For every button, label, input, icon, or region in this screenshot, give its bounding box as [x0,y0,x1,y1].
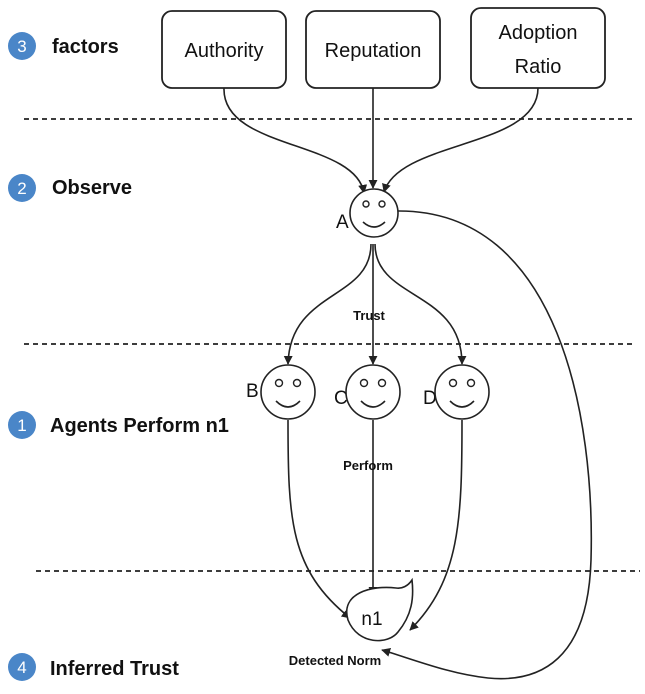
agent-b-letter: B [246,381,259,402]
edge-authority-to-a [223,87,368,194]
agent-a-mouth [362,221,386,228]
agent-a-letter: A [336,212,349,233]
step-4-number: 4 [17,658,26,677]
agent-d-left-eye [448,378,458,388]
step-1-row: 1 Agents Perform n1 [8,411,229,439]
agent-c-left-eye [359,378,369,388]
factor-adoption-label-line1: Adoption [499,22,578,44]
agent-c-right-eye [377,378,387,388]
agent-b-face [260,364,316,420]
step-1-badge: 1 [8,411,36,439]
step-4-label: Inferred Trust [50,658,179,680]
agent-d-face [434,364,490,420]
norm-n1-caption: Detected Norm [289,653,381,668]
factor-reputation-label: Reputation [325,40,422,62]
norm-n1: n1 Detected Norm [289,577,414,668]
step-3-row: 3 factors [8,32,119,60]
trust-edge-label: Trust [353,308,385,323]
edge-a-to-n1-loop [381,210,593,680]
edge-a-to-b [283,243,372,365]
agent-a-face [349,188,399,238]
agent-a-right-eye [378,200,386,208]
edge-a-to-d [374,243,467,365]
agent-d-right-eye [466,378,476,388]
step-1-number: 1 [17,416,26,435]
factor-authority-box: Authority [161,10,287,89]
step-2-label: Observe [52,177,132,199]
edge-d-to-n1 [409,419,463,631]
factor-reputation-box: Reputation [305,10,441,89]
agent-d-letter: D [423,388,437,409]
agent-c-letter: C [334,388,348,409]
agent-c: C [334,364,401,420]
step-3-label: factors [52,36,119,58]
agent-d: D [423,364,490,420]
step-3-badge: 3 [8,32,36,60]
agent-b: B [246,364,316,420]
agent-b-left-eye [274,378,284,388]
step-3-number: 3 [17,37,26,56]
step-2-number: 2 [17,179,26,198]
agent-d-mouth [449,400,475,408]
step-2-badge: 2 [8,174,36,202]
edge-b-to-n1 [287,419,351,619]
step-1-label: Agents Perform n1 [50,415,229,437]
factor-adoption-ratio-box: Adoption Ratio [470,7,606,89]
step-2-row: 2 Observe [8,174,132,202]
perform-edge-label: Perform [343,458,393,473]
agent-b-mouth [275,400,301,408]
agent-a: A [336,188,399,238]
step-4-row: 4 Inferred Trust [8,653,179,681]
norm-n1-shape [345,577,414,642]
agent-c-mouth [360,400,386,408]
edge-adoption-to-a [382,87,539,193]
agent-a-left-eye [362,200,370,208]
agent-b-right-eye [292,378,302,388]
norm-n1-label: n1 [361,609,382,630]
agent-c-face [345,364,401,420]
factor-authority-label: Authority [185,40,264,62]
factor-adoption-label-line2: Ratio [515,56,562,78]
step-4-badge: 4 [8,653,36,681]
